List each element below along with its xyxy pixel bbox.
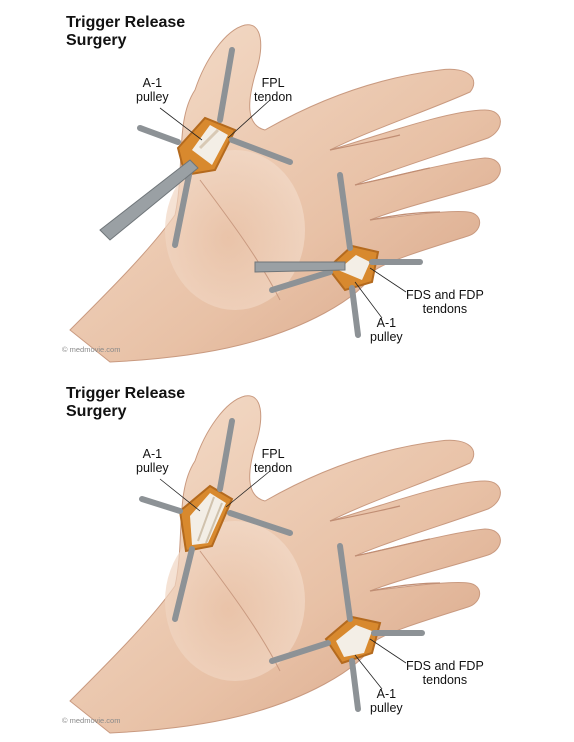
thumb-incision xyxy=(178,484,234,553)
label-fpl-tendon: FPL tendon xyxy=(254,76,293,104)
label-a1-pulley-thumb: A-1 pulley xyxy=(136,447,169,475)
copyright-text: © medmovie.com xyxy=(62,716,121,725)
thumb-retractors xyxy=(137,47,293,248)
copyright-text: © medmovie.com xyxy=(62,345,121,354)
label-fds-fdp-tendons: FDS and FDP tendons xyxy=(406,659,484,687)
hand-illustration xyxy=(69,24,501,363)
finger-scalpel xyxy=(254,261,346,273)
panel-title: Trigger Release Surgery xyxy=(66,14,186,49)
label-a1-pulley-thumb: A-1 pulley xyxy=(136,76,169,104)
label-a1-pulley-finger: A-1 pulley xyxy=(370,316,403,344)
label-a1-pulley-finger: A-1 pulley xyxy=(370,687,403,715)
finger-retractors xyxy=(269,172,423,338)
panel-title: Trigger Release Surgery xyxy=(66,385,186,420)
finger-retractors xyxy=(269,543,425,712)
thumb-retractors xyxy=(139,418,293,622)
label-fpl-tendon: FPL tendon xyxy=(254,447,293,475)
panel-top: Trigger Release Surgery A-1 pulley FPL t… xyxy=(62,14,501,363)
finger-incision xyxy=(326,244,380,292)
panel-bottom: Trigger Release Surgery A-1 pulley FPL t… xyxy=(0,371,574,742)
label-fds-fdp-tendons: FDS and FDP tendons xyxy=(406,288,484,316)
hand-illustration xyxy=(69,395,501,734)
scalpel-handle xyxy=(99,159,199,241)
